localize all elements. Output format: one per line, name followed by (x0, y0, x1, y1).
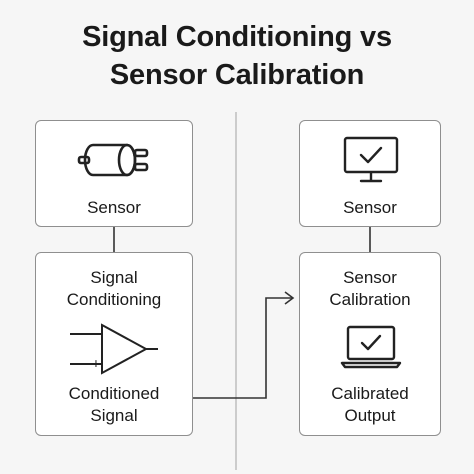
amp-minus-sign: − (92, 326, 100, 342)
monitor-check-icon (343, 136, 399, 183)
right-sensor-label: Sensor (343, 198, 397, 217)
sensor-calibration-box: Sensor Calibration Calibrated Output (299, 252, 441, 436)
calibrated-output-line-2: Output (344, 406, 396, 425)
conditioned-to-calibration-arrow (193, 297, 292, 399)
signal-conditioning-label: Signal Conditioning (36, 267, 192, 311)
conditioned-signal-label: Conditioned Signal (36, 383, 192, 427)
sensor-cylinder-icon (77, 143, 149, 177)
title-line-1: Signal Conditioning vs (82, 21, 392, 53)
diagram-title: Signal Conditioning vs Sensor Calibratio… (0, 18, 474, 94)
laptop-check-icon (340, 325, 402, 369)
left-sensor-label: Sensor (87, 198, 141, 217)
arrow-head (284, 291, 295, 305)
calibrated-output-line-1: Calibrated (331, 384, 409, 403)
signal-conditioning-line-2: Conditioning (66, 290, 162, 309)
sensor-calibration-line-2: Calibration (329, 290, 411, 309)
sensor-calibration-label: Sensor Calibration (300, 267, 440, 311)
calibrated-output-label: Calibrated Output (300, 383, 440, 427)
conditioned-signal-line-1: Conditioned (68, 384, 160, 403)
title-line-2: Sensor Calibration (109, 59, 365, 91)
signal-conditioning-box: Signal Conditioning − + Conditioned Sign… (35, 252, 193, 436)
op-amp-icon: − + (70, 323, 158, 375)
amp-plus-sign: + (92, 355, 100, 371)
signal-conditioning-line-1: Signal (90, 268, 138, 287)
left-sensor-box: Sensor (35, 120, 193, 227)
sensor-calibration-line-1: Sensor (343, 268, 397, 287)
conditioned-signal-line-2: Signal (90, 406, 138, 425)
right-sensor-box: Sensor (299, 120, 441, 227)
